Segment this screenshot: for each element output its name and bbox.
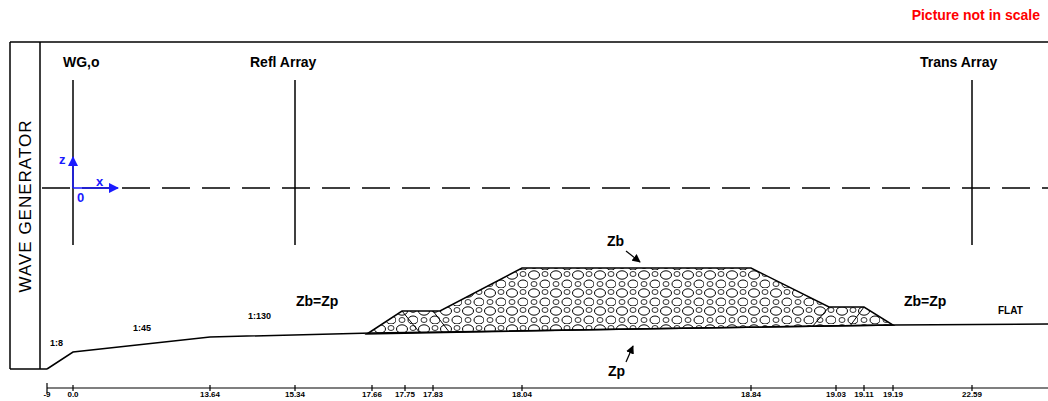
distance-tick: 22.59 [962, 391, 982, 399]
slope-label: FLAT [998, 306, 1023, 316]
axis-arrows [73, 157, 118, 188]
distance-tick: 17.75 [395, 391, 415, 399]
distance-tick: 15.34 [285, 391, 305, 399]
gauge-label: Trans Array [920, 55, 997, 69]
axis-label: x [96, 175, 103, 188]
pointer-arrow [626, 251, 640, 262]
axis-label: 0 [77, 191, 84, 204]
distance-tick: 0.0 [67, 391, 78, 399]
distance-tick: 17.83 [423, 391, 443, 399]
distance-tick: 19.11 [854, 391, 874, 399]
axis-label: z [59, 153, 66, 166]
elevation-label: Zp [608, 364, 625, 378]
gauge-lines [73, 80, 972, 245]
distance-tick: 19.19 [883, 391, 903, 399]
elevation-label: Zb [607, 234, 624, 248]
bottom-profile [47, 324, 1048, 369]
distance-tick: 19.03 [826, 391, 846, 399]
generator-panel: WAVE GENERATOR [11, 43, 40, 369]
distance-tick: 18.84 [741, 391, 761, 399]
slope-label: 1:8 [50, 339, 63, 348]
slope-label: 1:130 [248, 312, 271, 321]
distance-tick: 18.04 [512, 391, 532, 399]
generator-label: WAVE GENERATOR [16, 119, 36, 292]
gauge-label: WG,o [63, 55, 100, 69]
elevation-label: Zb=Zp [904, 294, 946, 308]
elevation-label: Zb=Zp [296, 294, 338, 308]
distance-tick: -9 [43, 391, 50, 399]
slope-label: 1:45 [133, 324, 151, 333]
breakwater [367, 268, 893, 334]
pointer-arrow [626, 346, 633, 362]
scale-note: Picture not in scale [912, 8, 1040, 22]
still-water-line [42, 187, 1048, 189]
flume-frame [10, 42, 1048, 369]
distance-tick: 13.64 [200, 391, 220, 399]
gauge-label: Refl Array [250, 55, 316, 69]
distance-tick: 17.66 [362, 391, 382, 399]
